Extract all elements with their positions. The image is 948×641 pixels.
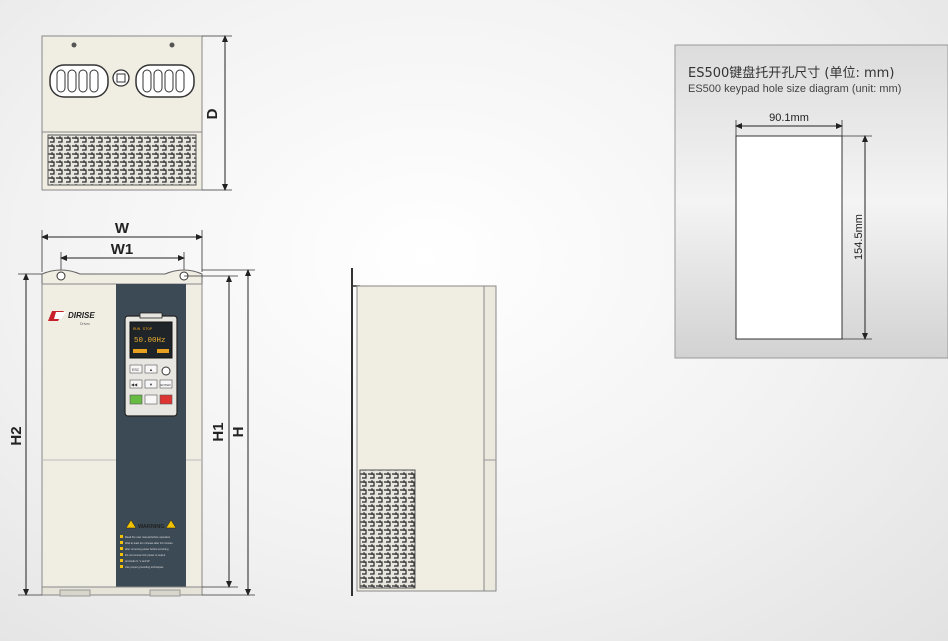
brand-name: DIRISE — [68, 311, 95, 320]
warning-line-4: Do not connect AC power to output — [125, 553, 166, 557]
keypad-hole-panel — [674, 44, 948, 359]
panel-title-cn: ES500键盘托开孔尺寸 (单位: mm) — [688, 66, 895, 81]
key-enter: ENTER — [161, 383, 172, 387]
key-left: ◀◀ — [131, 382, 138, 387]
warning-icon-left — [125, 519, 137, 529]
dim-label-w1: W1 — [111, 241, 134, 258]
warning-line-2: Wait at least ten minutes after 10 minut… — [125, 541, 173, 545]
warning-icon-right — [165, 519, 177, 529]
warning-line-3: after removing power before servicing — [125, 547, 169, 551]
key-up: ▲ — [149, 367, 153, 372]
warning-line-6: Use proper grounding techniques — [125, 565, 164, 569]
warning-line-1: Read the user manual before operation — [125, 535, 171, 539]
dim-label-h: H — [230, 427, 247, 438]
lcd-value: 50.00Hz — [134, 337, 166, 345]
key-down: ▼ — [149, 382, 153, 387]
keypad-hole-rect — [735, 135, 843, 340]
warning-line-5: terminals U, V and W — [125, 559, 150, 563]
dim-label-h2: H2 — [8, 426, 25, 445]
hole-height-label: 154.5mm — [853, 214, 865, 260]
lcd-top-text: RUN STOP — [133, 328, 153, 332]
hole-width-label: 90.1mm — [769, 112, 809, 124]
warning-title: WARNING — [138, 524, 165, 530]
key-esc: ESC — [132, 368, 140, 372]
side-vent-grille — [359, 469, 416, 589]
brand-sub: Drives — [80, 322, 90, 326]
top-vent-grille — [47, 134, 197, 186]
dim-label-d: D — [204, 108, 221, 119]
side-view — [351, 268, 497, 596]
front-view — [18, 230, 255, 597]
dim-label-h1: H1 — [210, 422, 227, 441]
dim-label-w: W — [115, 220, 130, 237]
panel-title-en: ES500 keypad hole size diagram (unit: mm… — [688, 83, 902, 95]
top-view — [41, 35, 232, 191]
